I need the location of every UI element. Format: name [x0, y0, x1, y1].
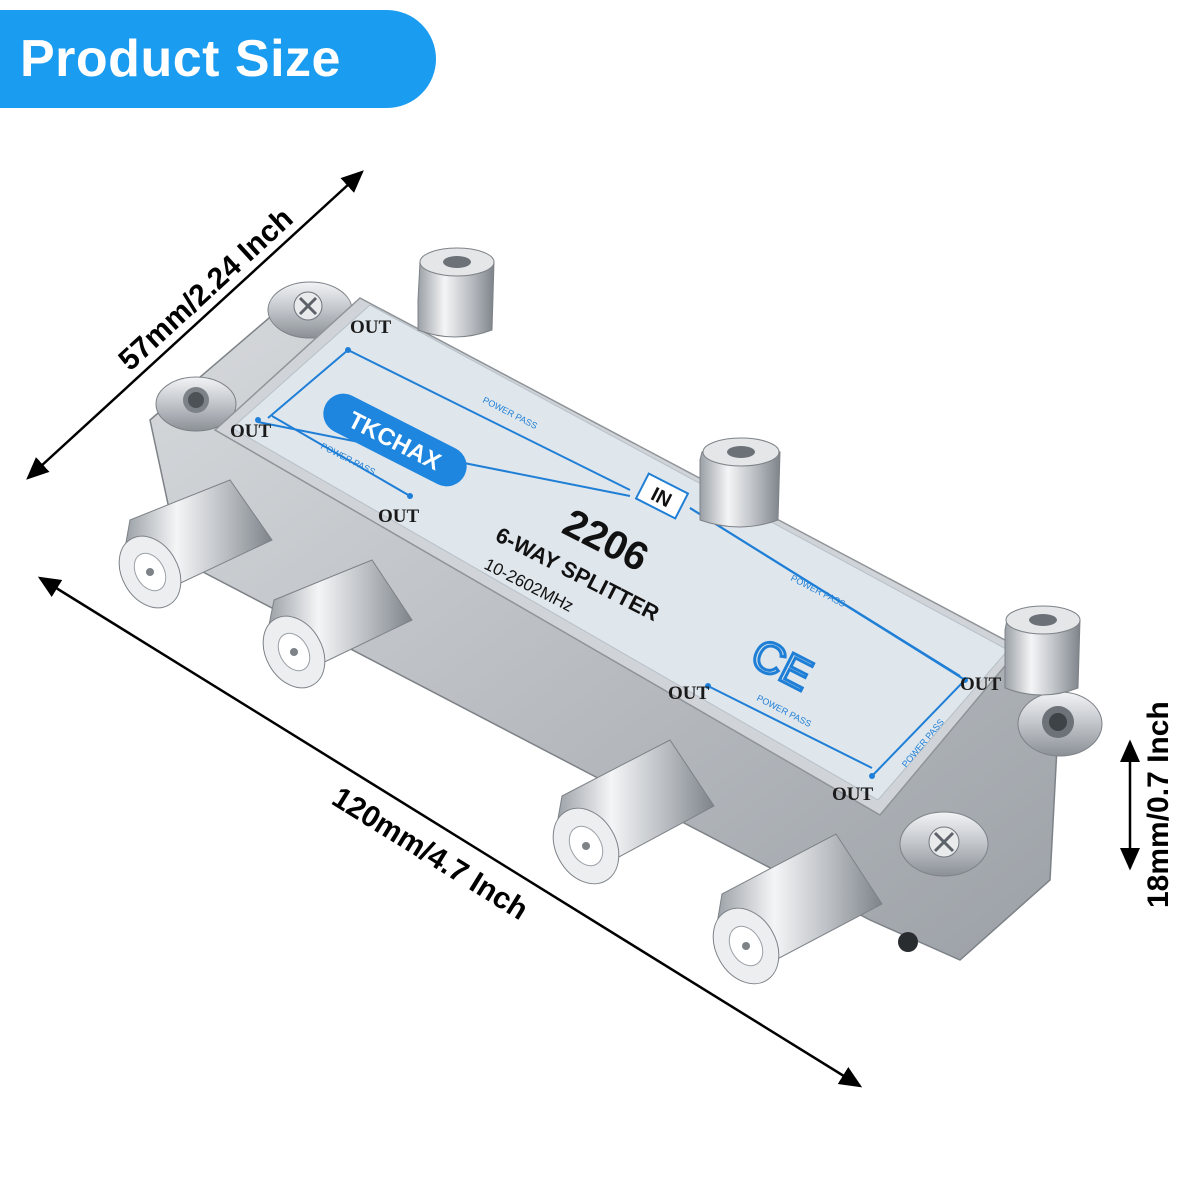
length-dimension-label: 120mm/4.7 Inch — [326, 781, 533, 927]
splitter-body: TKCHAX IN 2206 6-WAY SPLITTER 10-2602MHz… — [149, 281, 1103, 961]
height-dimension-label: 18mm/0.7 Inch — [1142, 701, 1175, 908]
screw-icon — [1042, 706, 1074, 738]
port-label-out: OUT — [960, 674, 1002, 695]
screw-icon — [183, 387, 209, 413]
circuit-lines — [257, 349, 967, 777]
page-title: Product Size — [20, 30, 341, 88]
f-connector-icon — [1004, 605, 1081, 696]
port-label-out: OUT — [350, 317, 392, 338]
port-label-out: OUT — [230, 421, 272, 442]
product-size-badge: Product Size — [0, 10, 436, 108]
height-dimension: 18mm/0.7 Inch — [1120, 701, 1175, 908]
f-connector-icon — [118, 479, 273, 609]
f-connector-icon — [712, 833, 883, 985]
port-label-out: OUT — [668, 683, 710, 704]
f-connector-icon — [417, 247, 495, 338]
f-connector-icon — [552, 739, 715, 885]
circuit-nodes — [255, 347, 968, 779]
port-label-out: OUT — [832, 784, 874, 805]
screw-icon — [293, 291, 323, 321]
ground-hole — [898, 932, 918, 952]
f-connector-icon — [262, 559, 413, 689]
f-connector-icon — [699, 437, 781, 528]
screw-icon — [928, 826, 960, 858]
input-port-label: IN — [634, 472, 690, 520]
port-label-out: OUT — [378, 506, 420, 527]
